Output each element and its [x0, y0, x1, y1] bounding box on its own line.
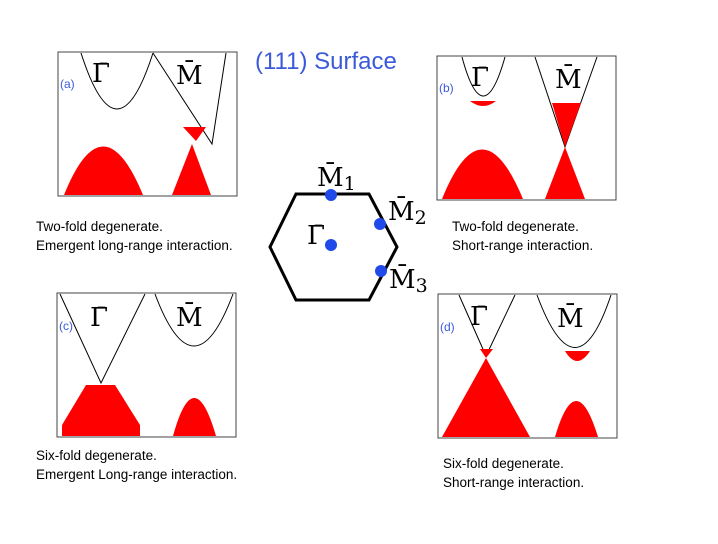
panel-d-m-valence	[555, 401, 598, 437]
panel-d-gamma-upper-fill	[480, 349, 493, 358]
bz-m2-label: M̄2	[388, 195, 427, 229]
bz-m3-label: M̄3	[389, 263, 428, 297]
panel-c-caption-line: Six-fold degenerate.	[36, 448, 157, 463]
panel-d-m-conduction	[536, 294, 612, 348]
brillouin-zone: Γ̄ M̄1 M̄2 M̄3	[268, 161, 428, 302]
panel-d-frame	[437, 293, 618, 439]
panel-c-m-label: M̄	[176, 301, 203, 333]
panel-c: (c) Γ̄ M̄	[56, 292, 237, 438]
panel-c-caption-line: Emergent Long-range interaction.	[36, 467, 238, 482]
panel-c-caption: Six-fold degenerate. Emergent Long-range…	[36, 446, 237, 484]
panel-b-m-label: M̄	[555, 63, 582, 95]
panel-a-caption: Two-fold degenerate. Emergent long-range…	[36, 217, 233, 255]
panel-a-m-cone-upper	[152, 52, 227, 146]
panel-b-gamma-cap-fill	[470, 101, 496, 106]
gamma-point-dot	[325, 239, 337, 251]
panel-b: (b) Γ̄ M̄	[436, 55, 617, 201]
panel-a-m-label: M̄	[176, 59, 203, 91]
m3-point-dot	[375, 265, 387, 277]
panel-d-caption: Six-fold degenerate. Short-range interac…	[443, 454, 584, 492]
panel-b-gamma-conduction	[461, 56, 506, 97]
panel-c-m-conduction	[154, 293, 234, 347]
panel-a-m-upper-fill	[183, 127, 206, 141]
panel-b-caption: Two-fold degenerate. Short-range interac…	[452, 217, 593, 255]
panel-a-tag: (a)	[60, 77, 75, 91]
panel-a-caption-line: Emergent long-range interaction.	[36, 238, 233, 253]
panel-b-gamma-label: Γ̄	[471, 63, 489, 93]
panel-c-frame	[56, 292, 237, 438]
panel-a: (a) Γ̄ M̄	[57, 51, 238, 197]
panel-a-caption-line: Two-fold degenerate.	[36, 219, 163, 234]
bz-gamma-label: Γ̄	[307, 221, 325, 251]
panel-c-tag: (c)	[59, 319, 73, 333]
panel-b-m-upper-fill	[552, 103, 581, 147]
panel-c-m-valence	[173, 398, 216, 436]
panel-b-frame	[436, 55, 617, 201]
panel-b-m-lower-cone	[545, 147, 585, 199]
panel-d-caption-line: Six-fold degenerate.	[443, 456, 564, 471]
hexagon-outline	[268, 192, 399, 302]
panel-a-m-lower-cone	[172, 144, 211, 195]
panel-d-tag: (d)	[440, 320, 455, 334]
panel-b-tag: (b)	[439, 81, 454, 95]
m2-point-dot	[374, 218, 386, 230]
panel-c-gamma-label: Γ̄	[90, 303, 108, 333]
m1-point-dot	[325, 189, 337, 201]
panel-a-gamma-conduction	[80, 52, 154, 110]
panel-b-caption-line: Two-fold degenerate.	[452, 219, 579, 234]
panel-d-caption-line: Short-range interaction.	[443, 475, 585, 490]
bz-m1-label: M̄1	[317, 161, 356, 195]
panel-d: (d) Γ̄ M̄	[437, 293, 618, 439]
panel-b-gamma-valence	[442, 149, 523, 199]
panel-d-m-cap-fill	[565, 351, 590, 361]
panel-a-gamma-valence	[64, 146, 143, 195]
panel-a-gamma-label: Γ̄	[92, 59, 110, 89]
figure-title: (111) Surface	[255, 48, 397, 75]
panel-a-frame	[57, 51, 238, 197]
panel-d-gamma-valence	[442, 358, 530, 437]
panel-c-gamma-cone-upper	[59, 293, 146, 385]
panel-d-m-label: M̄	[557, 302, 584, 334]
panel-d-gamma-label: Γ̄	[470, 302, 488, 332]
panel-b-caption-line: Short-range interaction.	[452, 238, 594, 253]
panel-c-gamma-valence	[62, 385, 140, 436]
